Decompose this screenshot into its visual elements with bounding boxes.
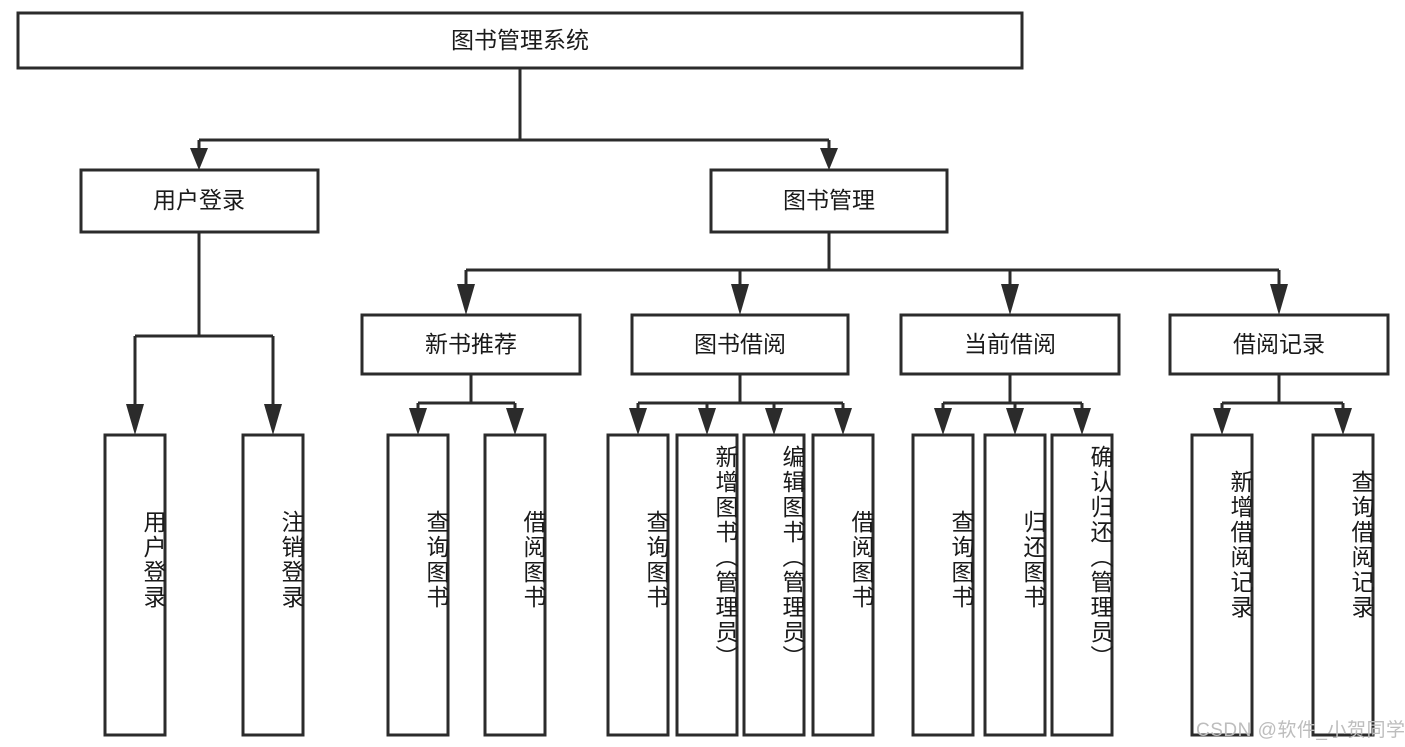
node-book-borrow[interactable]: 图书借阅 [630,313,850,376]
leaf-box-logout[interactable] [241,433,305,737]
arrow-head-icon-leaf-add-record [1213,408,1231,435]
node-book-management[interactable]: 图书管理 [709,168,949,234]
arrow-head-icon-leaf-query-book-a [409,408,427,435]
arrow-head-icon-leaf-confirm-return [1073,408,1091,435]
node-root-box[interactable] [16,11,1024,70]
leaf-box-edit-book[interactable] [742,433,806,737]
leaf-box-user-login[interactable] [103,433,167,737]
node-new-book-recommend-label: 新书推荐 [425,331,517,357]
leaf-box-borrow-book-b[interactable] [811,433,875,737]
node-borrow-record[interactable]: 借阅记录 [1168,313,1390,376]
arrow-head-icon-book-mgmt [820,148,838,170]
arrow-head-icon-leaf-query-book-c [934,408,952,435]
leaf-box-confirm-return[interactable] [1050,433,1114,737]
node-book-borrow-label: 图书借阅 [694,331,786,357]
leaf-box-query-record[interactable] [1311,433,1375,737]
arrow-head-icon-leaf-borrow-book-b [834,408,852,435]
arrow-head-icon-book-borrow [731,284,749,315]
node-borrow-record-label: 借阅记录 [1233,331,1325,357]
arrow-head-icon-leaf-add-book [698,408,716,435]
arrow-head-icon-current-borrow [1001,284,1019,315]
csdn-watermark: CSDN @软件_小贺同学 [1196,720,1405,741]
leaf-box-query-book-c[interactable] [911,433,975,737]
node-book-management-box[interactable] [709,168,949,234]
node-root-label: 图书管理系统 [451,27,589,53]
arrow-head-icon-leaf-return-book [1006,408,1024,435]
leaf-box-add-book[interactable] [675,433,739,737]
leaf-box-return-book[interactable] [983,433,1047,737]
leaf-box-query-book-b[interactable] [606,433,670,737]
leaf-box-layer [103,433,1375,737]
node-book-management-label: 图书管理 [783,187,875,213]
node-user-login-label: 用户登录 [153,187,245,213]
arrow-head-icon-leaf-query-record [1334,408,1352,435]
node-new-book-recommend[interactable]: 新书推荐 [360,313,582,376]
arrow-head-icon-leaf-logout [264,404,282,435]
leaf-box-query-book-a[interactable] [386,433,450,737]
arrow-head-icon-leaf-borrow-book-a [506,408,524,435]
node-user-login[interactable]: 用户登录 [79,168,320,234]
node-borrow-record-box[interactable] [1168,313,1390,376]
node-user-login-box[interactable] [79,168,320,234]
node-new-book-recommend-box[interactable] [360,313,582,376]
arrow-head-icon-leaf-query-book-b [629,408,647,435]
arrow-head-icon-leaf-edit-book [765,408,783,435]
node-current-borrow-box[interactable] [899,313,1121,376]
connector-layer [126,68,1352,435]
node-current-borrow-label: 当前借阅 [964,331,1056,357]
arrow-head-icon-new-book-rec [457,284,475,315]
arrow-head-icon-borrow-record [1270,284,1288,315]
node-book-borrow-box[interactable] [630,313,850,376]
leaf-box-borrow-book-a[interactable] [483,433,547,737]
leaf-box-add-record[interactable] [1190,433,1254,737]
arrow-head-icon-leaf-user-login [126,404,144,435]
arrow-head-icon-user-login [190,148,208,170]
node-current-borrow[interactable]: 当前借阅 [899,313,1121,376]
node-root[interactable]: 图书管理系统 [16,11,1024,70]
